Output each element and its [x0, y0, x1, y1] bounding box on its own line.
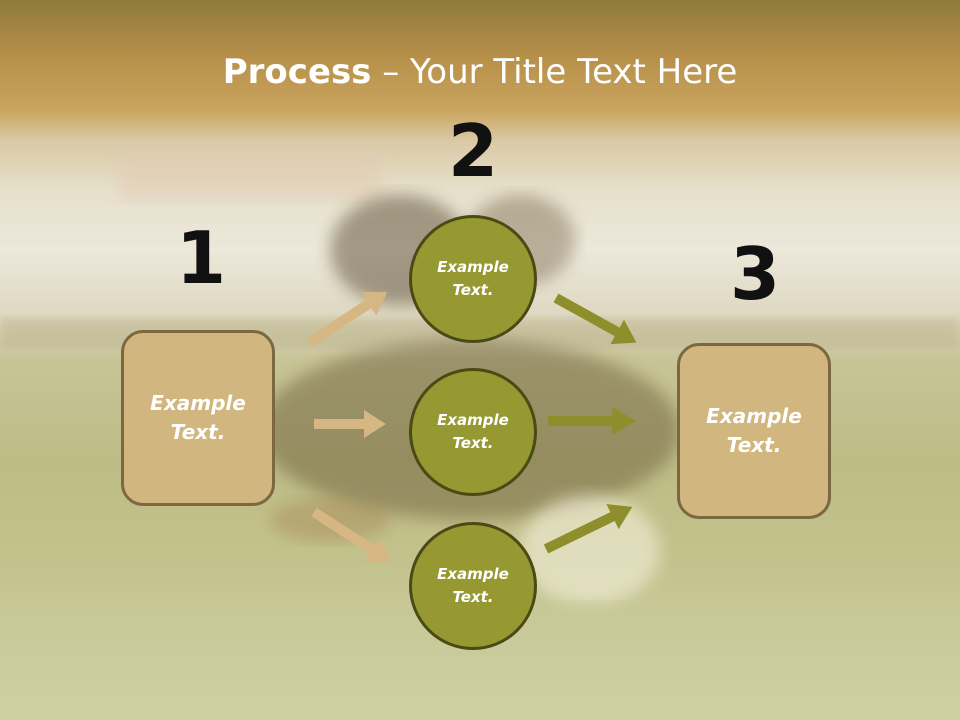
circle-middle-text-line2: Text. — [452, 434, 494, 452]
arrow-bottom-to-3 — [543, 503, 633, 554]
circle-middle-text-line1: Example — [437, 411, 509, 429]
step-3-box: Example Text. — [677, 343, 831, 519]
step-2-circle-middle: Example Text. — [409, 368, 537, 496]
step-2-circle-bottom: Example Text. — [409, 522, 537, 650]
title-rest: – Your Title Text Here — [371, 52, 738, 92]
step-number-2: 2 — [448, 109, 499, 193]
arrow-middle-to-3 — [548, 407, 636, 435]
circle-top-text-line1: Example — [437, 258, 509, 276]
step-1-text-line2: Text. — [170, 420, 226, 444]
step-number-1: 1 — [176, 216, 227, 300]
arrow-top-to-3 — [553, 293, 637, 345]
circle-bottom-text-line2: Text. — [452, 588, 494, 606]
title-bold: Process — [222, 52, 372, 92]
step-number-3: 3 — [730, 232, 781, 316]
step-1-text-line1: Example — [150, 391, 246, 415]
circle-bottom-text-line1: Example — [437, 565, 509, 583]
step-1-box: Example Text. — [121, 330, 275, 506]
step-3-text-line2: Text. — [726, 433, 782, 457]
arrow-1-to-middle — [314, 410, 386, 438]
slide-title: Process – Your Title Text Here — [0, 52, 960, 92]
step-2-circle-top: Example Text. — [409, 215, 537, 343]
circle-top-text-line2: Text. — [452, 281, 494, 299]
arrow-1-to-top — [307, 291, 388, 347]
step-3-text-line1: Example — [706, 404, 802, 428]
arrow-1-to-bottom — [311, 507, 392, 563]
